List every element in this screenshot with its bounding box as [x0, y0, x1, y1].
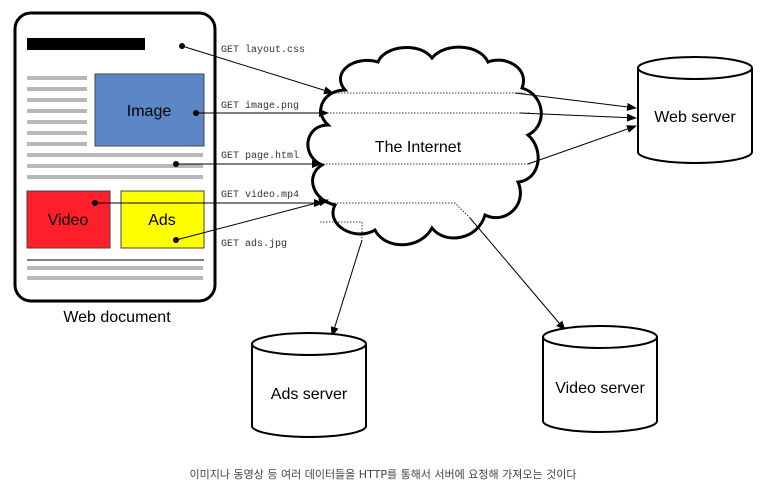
cloud-shape — [306, 45, 543, 247]
internet-label: The Internet — [375, 139, 462, 156]
video-dot — [92, 200, 98, 206]
arrow-to-ads — [330, 239, 363, 337]
server-arrows — [330, 92, 637, 337]
internet-cloud: The Internet — [306, 45, 543, 247]
text-lines-lower — [27, 266, 203, 280]
video-server-label: Video server — [555, 380, 645, 397]
arrow-ads — [175, 198, 329, 241]
ads-box — [120, 190, 205, 249]
arrow-to-web-3 — [527, 125, 637, 165]
caption: 이미지나 동영상 등 여러 데이터들을 HTTP를 통해서 서버에 요청해 가져… — [189, 468, 577, 481]
web-document-label: Web document — [63, 309, 171, 326]
ads-label: Ads — [148, 212, 176, 229]
request-image: GET image.png — [221, 100, 299, 112]
ads-server: Ads server — [251, 332, 367, 438]
request-layout: GET layout.css — [221, 44, 305, 56]
web-server-label: Web server — [654, 109, 736, 126]
image-box — [94, 73, 205, 147]
ads-dot — [173, 237, 179, 243]
arrow-to-web-2 — [519, 112, 637, 122]
video-label: Video — [48, 212, 89, 229]
arrow-to-web-1 — [514, 92, 637, 111]
request-video: GET video.mp4 — [221, 189, 299, 201]
request-page: GET page.html — [221, 150, 299, 162]
arrow-to-video — [469, 217, 566, 331]
arrow-layout — [181, 45, 334, 95]
video-server: Video server — [542, 325, 658, 433]
image-label: Image — [127, 103, 172, 120]
request-arrows — [95, 45, 334, 241]
request-ads: GET ads.jpg — [221, 238, 287, 250]
ads-server-label: Ads server — [271, 386, 348, 403]
text-lines-upper — [27, 76, 203, 179]
image-dot — [193, 110, 199, 116]
page-dot — [173, 161, 179, 167]
web-document: Image Video Ads Web document — [13, 11, 217, 326]
title-bar — [27, 38, 145, 50]
cloud-routes — [320, 92, 530, 240]
web-server: Web server — [637, 56, 753, 164]
